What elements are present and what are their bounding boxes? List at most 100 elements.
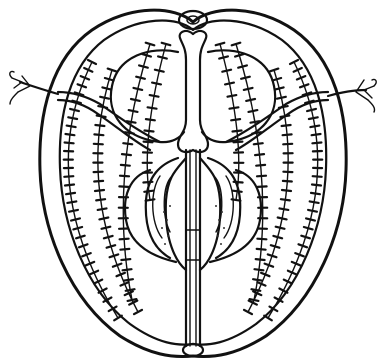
comb-plate bbox=[283, 181, 292, 182]
comb-plate bbox=[99, 218, 108, 220]
comb-plate bbox=[230, 107, 239, 108]
funnel-canal bbox=[183, 150, 203, 356]
comb-plate bbox=[228, 95, 237, 97]
comb-plate bbox=[146, 119, 155, 120]
comb-row-line bbox=[220, 44, 239, 200]
comb-plate bbox=[98, 208, 107, 210]
comb-plate bbox=[76, 236, 85, 239]
comb-plate bbox=[252, 132, 261, 133]
comb-plate bbox=[301, 236, 310, 239]
comb-plate bbox=[95, 125, 104, 126]
comb-plate bbox=[235, 54, 244, 57]
comb-plate bbox=[232, 199, 241, 200]
comb-plate bbox=[66, 134, 75, 135]
comb-plate bbox=[95, 190, 104, 191]
comb-plate bbox=[312, 185, 321, 186]
comb-plate bbox=[283, 134, 292, 135]
comb-plate bbox=[94, 144, 103, 145]
comb-plate bbox=[257, 239, 266, 240]
comb-plate bbox=[310, 126, 319, 128]
comb-row-line bbox=[147, 44, 166, 200]
comb-plate bbox=[256, 165, 265, 166]
comb-plate bbox=[233, 191, 242, 192]
comb-plate bbox=[139, 65, 148, 67]
comb-plate bbox=[309, 117, 318, 119]
right-lobe bbox=[202, 50, 275, 142]
comb-plate bbox=[281, 199, 290, 200]
comb-plate bbox=[272, 78, 281, 81]
comb-plate bbox=[255, 269, 264, 270]
comb-plate bbox=[120, 249, 129, 250]
comb-plate bbox=[146, 199, 155, 200]
comb-plate bbox=[134, 88, 143, 90]
comb-plate bbox=[107, 245, 116, 248]
comb-plate bbox=[65, 185, 74, 186]
comb-plate bbox=[102, 227, 111, 229]
comb-plate bbox=[275, 87, 284, 89]
comb-plate bbox=[231, 119, 240, 120]
comb-plate bbox=[313, 176, 322, 177]
comb-plate bbox=[69, 210, 78, 212]
comb-plate bbox=[276, 227, 285, 229]
comb-plate bbox=[273, 236, 282, 238]
comb-plate bbox=[282, 125, 291, 126]
comb-plate bbox=[270, 69, 279, 72]
comb-plate bbox=[104, 236, 113, 238]
comb-plate bbox=[145, 131, 154, 132]
comb-plate bbox=[96, 199, 105, 200]
comb-plate bbox=[79, 244, 88, 247]
comb-plate bbox=[253, 279, 262, 280]
comb-plate bbox=[265, 264, 274, 267]
comb-plate bbox=[280, 208, 289, 210]
comb-plate bbox=[71, 218, 80, 220]
comb-plate bbox=[232, 43, 241, 46]
comb-plate bbox=[148, 107, 157, 108]
comb-plate bbox=[295, 253, 303, 256]
left-canals bbox=[125, 158, 186, 270]
comb-plate bbox=[67, 201, 76, 203]
comb-plate bbox=[66, 193, 75, 194]
comb-plate bbox=[310, 201, 319, 203]
comb-plate bbox=[254, 143, 263, 144]
comb-plate bbox=[308, 210, 317, 212]
comb-plate bbox=[300, 84, 308, 87]
comb-plate bbox=[222, 70, 231, 72]
comb-rows bbox=[64, 43, 322, 321]
comb-plate bbox=[102, 87, 111, 89]
body-outline bbox=[40, 10, 346, 356]
comb-plate bbox=[150, 95, 159, 97]
comb-plate bbox=[225, 83, 234, 85]
comb-plate bbox=[98, 106, 107, 108]
comb-plate bbox=[312, 143, 321, 144]
comb-plate bbox=[143, 182, 152, 183]
comb-plate bbox=[94, 134, 103, 135]
comb-plate bbox=[283, 144, 292, 145]
comb-plate bbox=[78, 84, 86, 87]
comb-plate bbox=[162, 43, 171, 45]
comb-plate bbox=[123, 269, 132, 270]
comb-plate bbox=[234, 182, 243, 183]
comb-plate bbox=[282, 190, 291, 191]
comb-plate bbox=[110, 254, 119, 257]
comb-plate bbox=[82, 253, 90, 256]
comb-plate bbox=[65, 143, 74, 144]
comb-plate bbox=[271, 245, 280, 248]
comb-plate bbox=[136, 77, 145, 79]
comb-plate bbox=[97, 116, 106, 117]
comb-plate bbox=[131, 99, 140, 101]
comb-plate bbox=[94, 181, 103, 182]
comb-plate bbox=[238, 65, 247, 67]
comb-plate bbox=[67, 126, 76, 128]
comb-plate bbox=[249, 110, 258, 112]
comb-plate bbox=[257, 249, 266, 250]
comb-plate bbox=[124, 279, 133, 280]
comb-plate bbox=[306, 218, 315, 220]
left-lobe bbox=[111, 50, 184, 142]
comb-plate bbox=[268, 254, 277, 257]
comb-plate bbox=[108, 69, 117, 72]
comb-plate bbox=[304, 227, 313, 229]
comb-plate bbox=[241, 77, 250, 79]
comb-plate bbox=[120, 239, 129, 240]
comb-plate bbox=[158, 56, 167, 58]
